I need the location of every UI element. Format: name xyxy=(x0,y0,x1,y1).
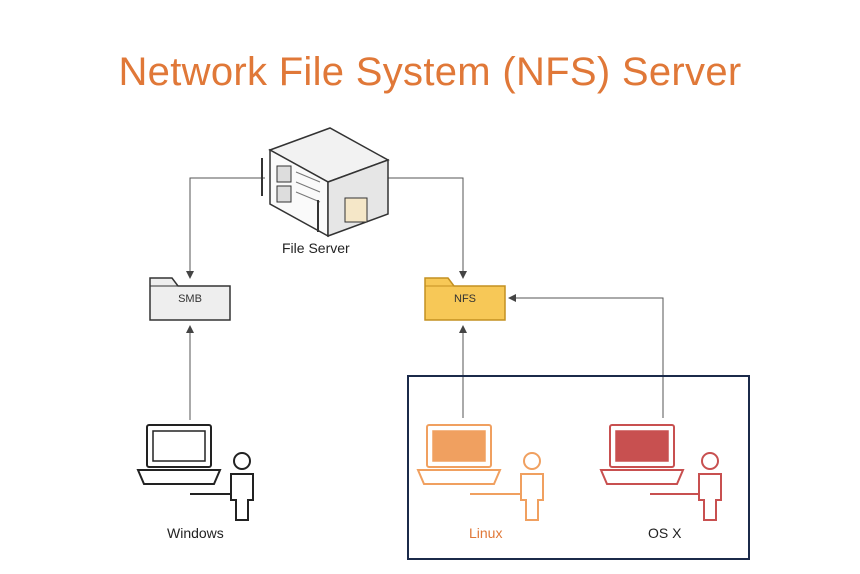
connectors xyxy=(186,177,664,420)
nfs-label: NFS xyxy=(454,293,476,305)
smb-label: SMB xyxy=(178,293,202,305)
smb-folder-icon xyxy=(149,277,231,321)
windows-user-icon xyxy=(190,452,254,521)
windows-label: Windows xyxy=(167,525,224,541)
linux-label: Linux xyxy=(469,525,503,541)
windows-laptop-icon xyxy=(136,424,222,485)
osx-label: OS X xyxy=(648,525,682,541)
osx-laptop-icon xyxy=(599,424,685,485)
nfs-folder-icon xyxy=(424,277,506,321)
connector-osx-to-nfs xyxy=(508,294,664,418)
file-server-label: File Server xyxy=(282,240,350,256)
nfs-clients-group xyxy=(407,375,750,560)
diagram-title: Network File System (NFS) Server xyxy=(118,50,742,94)
osx-user-icon xyxy=(650,452,722,521)
linux-user-icon xyxy=(470,452,544,521)
file-server-icon xyxy=(261,127,390,238)
connector-server-to-nfs xyxy=(380,177,467,279)
linux-laptop-icon xyxy=(416,424,502,485)
connector-server-to-smb xyxy=(186,177,265,279)
